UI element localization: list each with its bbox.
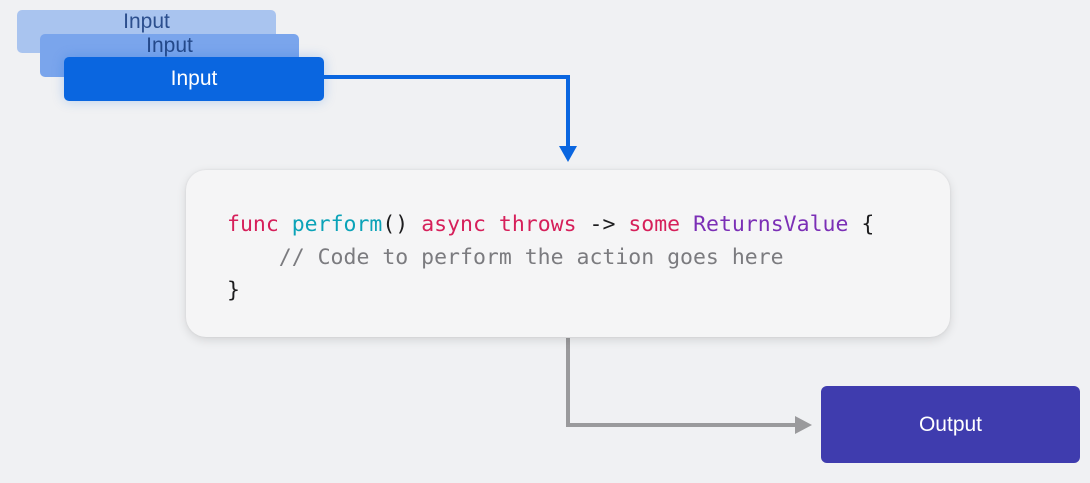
code-block: func perform() async throws -> some Retu… bbox=[186, 170, 950, 337]
code-line-comment: // Code to perform the action goes here bbox=[227, 241, 950, 274]
output-label: Output bbox=[918, 413, 983, 436]
open-brace: { bbox=[861, 212, 875, 237]
output-card: Output bbox=[821, 386, 1080, 463]
code-line-close: } bbox=[227, 274, 950, 307]
input-card-front: Input bbox=[64, 57, 324, 101]
return-arrow: -> bbox=[589, 212, 616, 237]
input-arrowhead-icon bbox=[559, 146, 577, 162]
input-to-code-arrow bbox=[324, 75, 570, 148]
input-label-front: Input bbox=[170, 67, 218, 90]
output-arrowhead-icon bbox=[795, 416, 812, 434]
close-brace: } bbox=[227, 278, 240, 303]
keyword-throws: throws bbox=[498, 212, 577, 237]
function-name: perform bbox=[291, 212, 383, 237]
parens: () bbox=[382, 212, 409, 237]
code-comment: // Code to perform the action goes here bbox=[278, 245, 784, 270]
keyword-async: async bbox=[421, 212, 486, 237]
input-label-middle: Input bbox=[146, 34, 193, 57]
input-label-back: Input bbox=[123, 10, 170, 33]
code-to-output-arrow bbox=[566, 338, 797, 427]
return-type: ReturnsValue bbox=[693, 212, 849, 237]
keyword-func: func bbox=[227, 212, 279, 237]
keyword-some: some bbox=[628, 212, 681, 237]
code-line-signature: func perform() async throws -> some Retu… bbox=[227, 208, 950, 241]
